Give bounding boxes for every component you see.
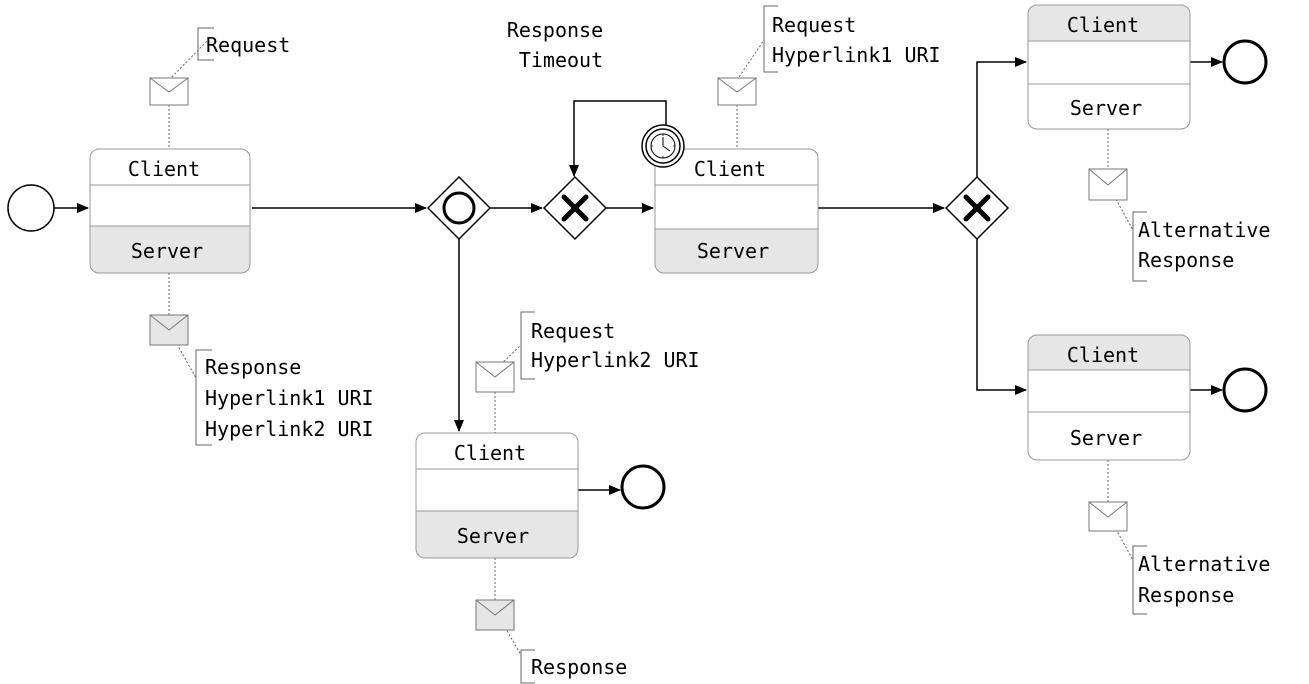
message-envelope-3 (717, 77, 757, 106)
choreography-task-2: Client Server (654, 148, 819, 274)
task5-top-participant: Client (1067, 343, 1139, 367)
exclusive-gateway-1 (542, 175, 608, 241)
end-event-3 (1222, 367, 1268, 413)
end-event-2 (1222, 39, 1268, 85)
message-text-5: Response (531, 655, 627, 679)
inclusive-gateway (426, 175, 492, 241)
task5-bottom-participant: Server (1070, 426, 1142, 450)
message-envelope-7 (1088, 501, 1128, 532)
task2-bottom-participant: Server (697, 239, 769, 263)
message-envelope-6 (1088, 168, 1128, 201)
end-event-1 (620, 464, 666, 510)
message-text-6: Alternative Response (1138, 218, 1283, 272)
task1-top-participant: Client (128, 157, 200, 181)
task3-top-participant: Client (454, 441, 526, 465)
exclusive-gateway-2 (944, 175, 1010, 241)
start-event (7, 184, 55, 232)
message-envelope-1 (149, 77, 189, 106)
timer-label: Response Timeout (507, 18, 615, 72)
task2-top-participant: Client (694, 157, 766, 181)
flow-timer-loop (569, 100, 667, 177)
choreography-task-3: Client Server (415, 432, 579, 559)
message-envelope-5 (475, 599, 515, 631)
choreography-task-5: Client Server (1027, 334, 1191, 461)
flow-xor2-to-task4 (976, 57, 1027, 177)
task3-bottom-participant: Server (457, 524, 529, 548)
task4-bottom-participant: Server (1070, 96, 1142, 120)
timer-boundary-event (641, 124, 685, 168)
task4-top-participant: Client (1067, 13, 1139, 37)
message-envelope-4 (475, 361, 515, 393)
choreography-task-4: Client Server (1027, 4, 1191, 130)
choreography-task-1: Client Server (89, 148, 251, 274)
message-text-3: Request Hyperlink1 URI (772, 13, 941, 67)
flow-xor2-to-task5 (976, 239, 1027, 395)
message-envelope-2 (149, 314, 189, 346)
message-text-4: Request Hyperlink2 URI (531, 319, 700, 372)
message-text-2: Response Hyperlink1 URI Hyperlink2 URI (205, 355, 386, 441)
message-text-7: Alternative Response (1138, 552, 1283, 607)
message-text-1: Request (206, 33, 290, 57)
task1-bottom-participant: Server (131, 239, 203, 263)
